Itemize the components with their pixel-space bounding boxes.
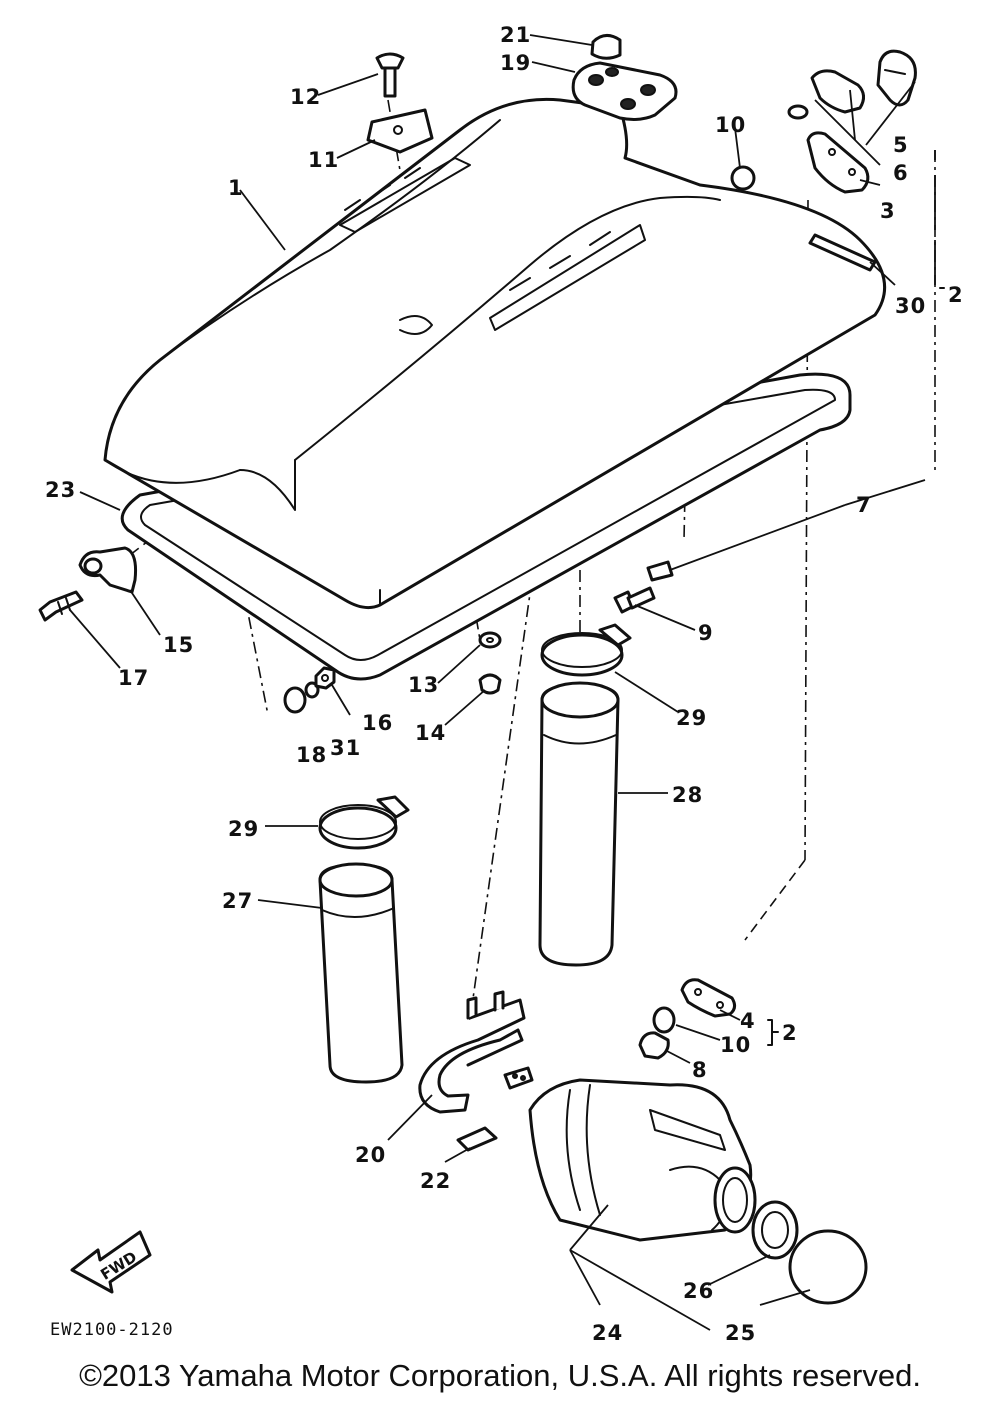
callout-2-lower: 2 [782,1021,798,1045]
drawing-code: EW2100-2120 [50,1320,174,1340]
plate-11 [366,108,434,154]
callout-5: 5 [893,133,909,157]
damper-10-upper [730,165,756,191]
hose-clamp-29-left [318,795,410,850]
leader-lines [69,34,936,1331]
seal-strip-30 [808,233,877,272]
damper-18 [283,686,307,714]
clip-small [503,1066,534,1090]
callout-1: 1 [228,176,244,200]
callout-26: 26 [683,1279,714,1303]
callout-29-right: 29 [676,706,707,730]
callout-29-left: 29 [228,817,259,841]
collar-7 [646,560,674,582]
seal-ring-26 [751,1200,799,1260]
callout-27: 27 [222,889,253,913]
bracket-20 [418,990,526,1114]
nut-16 [314,666,336,690]
intake-24 [528,1078,757,1242]
duct-27 [318,862,404,1084]
callout-31: 31 [330,736,361,760]
callout-8: 8 [692,1058,708,1082]
grommet-14 [478,673,502,695]
group-bracket-lower [767,287,945,1046]
callout-20: 20 [355,1143,386,1167]
callout-4: 4 [740,1009,756,1033]
bolt-9 [613,586,656,614]
callout-7: 7 [856,493,872,517]
pad-19 [571,61,678,121]
callout-10-upper: 10 [715,113,746,137]
callout-17: 17 [118,666,149,690]
fwd-arrow-icon: FWD [70,1230,152,1294]
callout-19: 19 [500,51,531,75]
callout-10-lower: 10 [720,1033,751,1057]
callout-3: 3 [880,199,896,223]
latch-base-4 [680,978,737,1018]
callout-21: 21 [500,23,531,47]
callout-18: 18 [296,743,327,767]
callout-11: 11 [308,148,339,172]
latch-hook-5 [876,49,917,107]
callout-15: 15 [163,633,194,657]
callout-9: 9 [698,621,714,645]
callout-labels: 21 19 12 11 1 10 5 6 3 30 2 23 7 9 15 17… [45,23,964,1345]
callout-28: 28 [672,783,703,807]
callout-24: 24 [592,1321,623,1345]
callout-6: 6 [893,161,909,185]
washer-13 [478,631,502,649]
damper-10-lower [652,1006,676,1034]
bolt-17 [38,590,84,622]
cap-8 [638,1031,670,1060]
cap-21 [590,34,622,60]
duct-28 [538,681,620,967]
callout-13: 13 [408,673,439,697]
hinge-15 [78,546,137,594]
callout-23: 23 [45,478,76,502]
hood-cover-1 [103,97,887,610]
callout-14: 14 [415,721,446,745]
copyright-notice: ©2013 Yamaha Motor Corporation, U.S.A. A… [79,1358,921,1393]
callout-12: 12 [290,85,321,109]
spacer-22 [456,1126,498,1152]
base-plate-3 [806,131,870,194]
callout-22: 22 [420,1169,451,1193]
cap-25 [788,1229,868,1305]
screw-12 [375,52,405,98]
callout-30: 30 [895,294,926,318]
callout-16: 16 [362,711,393,735]
callout-25: 25 [725,1321,756,1345]
hose-clamp-29-right [540,623,632,677]
callout-2-upper: 2 [948,283,964,307]
